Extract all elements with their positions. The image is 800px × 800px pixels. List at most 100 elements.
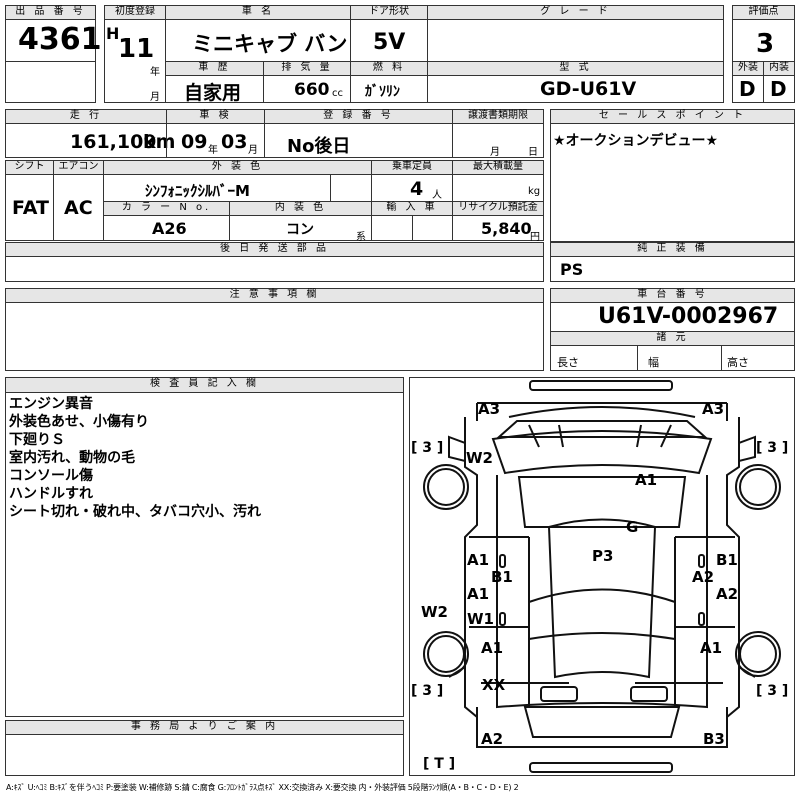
mark-tail-left: XX [482, 676, 506, 694]
inspection-month-unit: 月 [248, 145, 258, 156]
shift-header: シフト [5, 160, 54, 175]
later-parts-cell [5, 256, 544, 282]
mark-door-right-1: B1 [716, 551, 738, 569]
mileage-header: 走 行 [5, 109, 167, 124]
mark-tire-front-right: [ 3 ] [756, 440, 789, 456]
plate-header: 登 録 番 号 [264, 109, 453, 124]
import-cell [371, 215, 413, 241]
import-header: 輸 入 車 [371, 201, 453, 216]
mark-door-right-2: A2 [716, 585, 739, 603]
inspector-note: ハンドルすれ [9, 486, 93, 502]
door-type: 5V [373, 30, 406, 55]
damage-diagram-frame [409, 377, 795, 776]
recycle-cell [452, 215, 544, 241]
mark-side-left: W2 [421, 603, 448, 621]
car-name-header: 車 名 [165, 5, 351, 20]
sales-point-header: セ ー ル ス ポ イ ン ト [550, 109, 795, 124]
mark-tire-front-left: [ 3 ] [411, 440, 444, 456]
displacement-unit: cc [332, 88, 343, 99]
ext-color: ｼﾝﾌｫﾆｯｸｼﾙﾊﾞｰM [145, 182, 250, 200]
grade-cell [427, 19, 724, 62]
mark-spare-tire: [ T ] [423, 756, 456, 772]
month-unit: 月 [150, 92, 160, 103]
dim-height-label: 高さ [727, 356, 749, 369]
mark-door-left-2: A1 [467, 585, 490, 603]
transfer-docs-header: 譲渡書類期限 [452, 109, 544, 124]
max-load-unit: kg [528, 186, 541, 197]
year-unit: 年 [150, 67, 160, 78]
mark-door-right-1b: A2 [692, 568, 715, 586]
model: GD-U61V [540, 78, 637, 100]
model-header: 型 式 [427, 61, 724, 76]
int-color: コン [286, 222, 314, 238]
recycle-unit: 円 [530, 232, 540, 243]
mark-fender-left: W2 [466, 449, 493, 467]
ext-color-extra [330, 174, 372, 202]
sales-point: ★オークションデビュー★ [553, 133, 719, 149]
inspector-note: コンソール傷 [9, 468, 93, 484]
later-parts-header: 後 日 発 送 部 品 [5, 242, 544, 257]
inspector-note: シート切れ・破れ中、タバコ穴小、汚れ [9, 504, 261, 520]
grade-header: グ レ ー ド [427, 5, 724, 20]
import-cell-2 [412, 215, 453, 241]
chassis-header: 車 台 番 号 [550, 288, 795, 303]
transfer-docs-month: 月 [490, 147, 500, 158]
genuine-equipment-cell [550, 256, 795, 282]
exterior-grade: D [739, 77, 756, 101]
office-header: 事 務 局 よ り ご 案 内 [5, 720, 404, 735]
mark-door-left-1: A1 [467, 551, 490, 569]
capacity: 4 [410, 178, 424, 200]
aircon: AC [64, 197, 93, 219]
transfer-docs-cell [452, 123, 544, 158]
inspection-header: 車 検 [166, 109, 265, 124]
dim-length-label: 長さ [557, 356, 579, 369]
inspector-note: 室内汚れ、動物の毛 [9, 450, 136, 466]
inspection-month: 03 [221, 131, 248, 153]
int-color-suffix: 系 [356, 232, 366, 243]
mark-tire-rear-left: [ 3 ] [411, 683, 444, 699]
aircon-header: エアコン [53, 160, 104, 175]
model-cell [427, 75, 724, 103]
score: 3 [756, 29, 775, 59]
inspector-header: 検 査 員 記 入 欄 [5, 377, 404, 393]
mark-door-left-2w: W1 [467, 610, 494, 628]
inspector-note: エンジン異音 [9, 396, 93, 412]
mark-floor: P3 [592, 547, 614, 565]
era: H [106, 24, 120, 43]
notes-header: 注 意 事 項 欄 [5, 288, 544, 303]
mark-quarter-left: A1 [481, 639, 504, 657]
displacement: 660 [294, 80, 330, 100]
exterior-header: 外装 [732, 61, 764, 76]
max-load-header: 最大積載量 [452, 160, 544, 175]
plate: No後日 [287, 136, 351, 157]
notes-cell [5, 302, 544, 371]
genuine-equipment: PS [560, 260, 584, 279]
color-no: A26 [152, 219, 187, 238]
transfer-docs-day: 日 [528, 147, 538, 158]
int-color-header: 内 装 色 [229, 201, 372, 216]
recycle-header: リサイクル預託金 [452, 201, 544, 216]
inspection-year-unit: 年 [208, 145, 218, 156]
mark-roof: A1 [635, 471, 658, 489]
mark-rear-right: B3 [703, 730, 725, 748]
interior-grade: D [770, 77, 787, 101]
dim-width-label: 幅 [648, 356, 659, 369]
lot-no-header: 出 品 番 号 [5, 5, 96, 20]
fuel: ｶﾞｿﾘﾝ [365, 84, 400, 100]
chassis-number: U61V-0002967 [598, 304, 779, 329]
car-name: ミニキャブ バン [192, 32, 348, 56]
history-header: 車 歴 [165, 61, 264, 76]
interior-cell [763, 75, 795, 103]
color-no-header: カ ラ ー N o. [103, 201, 230, 216]
mark-tire-rear-right: [ 3 ] [756, 683, 789, 699]
ext-color-header: 外 装 色 [103, 160, 372, 175]
interior-header: 内装 [763, 61, 795, 76]
recycle: 5,840 [481, 219, 532, 238]
inspection-year: 09 [181, 131, 208, 153]
sales-point-cell [550, 123, 795, 242]
shift: FAT [12, 197, 49, 219]
displacement-header: 排 気 量 [263, 61, 351, 76]
mark-quarter-right: A1 [700, 639, 723, 657]
score-header: 評価点 [732, 5, 795, 20]
mark-front-left: A3 [478, 400, 501, 418]
